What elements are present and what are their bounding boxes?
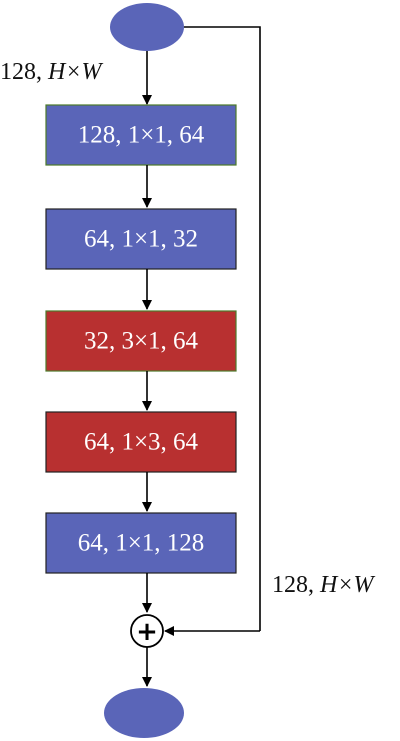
conv-block-5-rect bbox=[45, 512, 237, 574]
plus-circle-icon: + bbox=[130, 614, 164, 648]
conv-block-5-label: 64, 1×1, 128 bbox=[78, 530, 205, 557]
conv-block-2: 64, 1×1, 32 bbox=[45, 208, 237, 270]
output-dims-label: 128, H×W bbox=[272, 572, 376, 598]
conv-block-3-label: 32, 3×1, 64 bbox=[84, 328, 199, 355]
skip-connection-line bbox=[184, 26, 261, 631]
conv-block-2-label: 64, 1×1, 32 bbox=[84, 226, 198, 253]
conv-block-2-rect bbox=[45, 208, 237, 270]
sum-symbol: + bbox=[136, 617, 158, 647]
conv-block-4: 64, 1×3, 64 bbox=[45, 411, 237, 473]
output-dims-spatial: H×W bbox=[319, 572, 376, 598]
input-dims-label: 128, H×W bbox=[0, 59, 104, 85]
output-dims-channels: 128, bbox=[272, 572, 320, 598]
conv-block-5: 64, 1×1, 128 bbox=[45, 512, 237, 574]
input-node bbox=[110, 3, 184, 51]
conv-block-4-label: 64, 1×3, 64 bbox=[84, 429, 199, 456]
conv-block-1-rect bbox=[45, 104, 237, 166]
input-dims-spatial: H×W bbox=[47, 59, 104, 85]
conv-block-1: 128, 1×1, 64 bbox=[45, 104, 237, 166]
conv-block-4-rect bbox=[45, 411, 237, 473]
conv-block-1-label: 128, 1×1, 64 bbox=[78, 122, 205, 149]
input-dims-channels: 128, bbox=[0, 59, 48, 85]
output-node bbox=[104, 688, 184, 738]
conv-block-3-rect bbox=[45, 310, 237, 372]
conv-block-3: 32, 3×1, 64 bbox=[45, 310, 237, 372]
